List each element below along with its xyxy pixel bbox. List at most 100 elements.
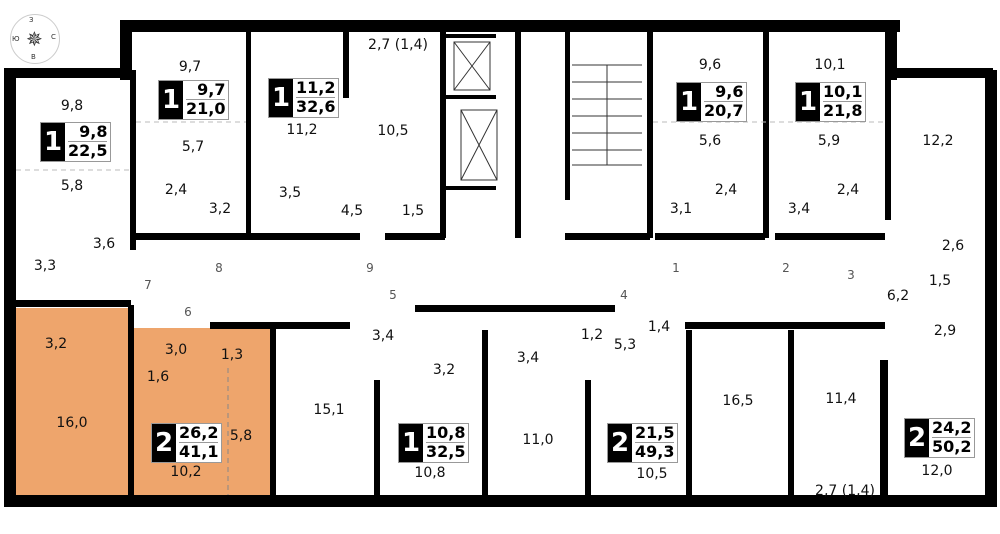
selected-apartment-fill: [16, 308, 270, 498]
room-area: 12,2: [922, 133, 954, 149]
room-area: 3,5: [278, 185, 302, 201]
entrance-number: 6: [184, 305, 192, 319]
room-area: 6,2: [886, 288, 910, 304]
living-area: 10,1: [823, 82, 863, 102]
room-area: 10,5: [377, 123, 409, 139]
room-area: 2,4: [164, 182, 188, 198]
living-area: 24,2: [932, 418, 972, 438]
entrance-number: 4: [620, 288, 628, 302]
room-count: 2: [905, 419, 929, 457]
room-area: 4,5: [340, 203, 364, 219]
room-area: 3,4: [516, 350, 540, 366]
entrance-number: 3: [847, 268, 855, 282]
room-area: 1,5: [928, 273, 952, 289]
room-count: 2: [608, 424, 632, 462]
compass-label: В: [31, 53, 36, 61]
room-area: 9,7: [178, 59, 202, 75]
total-area: 41,1: [179, 442, 219, 461]
room-area: 5,8: [60, 178, 84, 194]
room-count: 1: [796, 83, 820, 121]
room-area: 1,6: [146, 369, 170, 385]
room-area: 5,9: [817, 133, 841, 149]
room-area: 1,4: [647, 319, 671, 335]
room-count: 1: [41, 123, 65, 161]
room-area: 9,6: [698, 57, 722, 73]
total-area: 22,5: [68, 141, 108, 160]
room-area: 11,2: [286, 122, 318, 138]
room-area: 10,8: [414, 465, 446, 481]
entrance-number: 5: [389, 288, 397, 302]
room-area: 5,7: [181, 139, 205, 155]
room-area: 5,6: [698, 133, 722, 149]
entrance-number: 2: [782, 261, 790, 275]
compass-label: З: [29, 16, 34, 24]
room-count: 1: [677, 83, 701, 121]
living-area: 10,8: [426, 423, 466, 443]
room-area: 15,1: [313, 402, 345, 418]
entrance-number: 1: [672, 261, 680, 275]
compass-label: Ю: [12, 35, 20, 43]
room-count: 1: [159, 81, 183, 119]
room-count: 2: [152, 424, 176, 462]
compass-label: С: [51, 33, 56, 41]
room-area: 1,3: [220, 347, 244, 363]
total-area: 21,8: [823, 101, 863, 120]
entrance-number: 7: [144, 278, 152, 292]
total-area: 50,2: [932, 437, 972, 456]
entrance-number: 8: [215, 261, 223, 275]
living-area: 9,6: [704, 83, 744, 102]
living-area: 26,2: [179, 423, 219, 443]
room-area: 3,4: [371, 328, 395, 344]
room-area: 3,1: [669, 201, 693, 217]
living-area: 9,7: [186, 81, 226, 100]
room-area: 2,9: [933, 323, 957, 339]
room-area: 2,4: [714, 182, 738, 198]
total-area: 49,3: [635, 442, 675, 461]
living-area: 11,2: [296, 78, 336, 98]
room-area: 16,5: [722, 393, 754, 409]
room-area: 2,7 (1,4): [368, 37, 428, 53]
room-area: 9,8: [60, 98, 84, 114]
room-area: 11,4: [825, 391, 857, 407]
room-area: 12,0: [921, 463, 953, 479]
total-area: 20,7: [704, 101, 744, 120]
total-area: 32,6: [296, 97, 336, 116]
room-area: 3,3: [33, 258, 57, 274]
room-area: 5,3: [613, 337, 637, 353]
room-area: 3,0: [164, 342, 188, 358]
room-area: 3,2: [432, 362, 456, 378]
room-area: 16,0: [56, 415, 88, 431]
room-area: 11,0: [522, 432, 554, 448]
total-area: 21,0: [186, 99, 226, 118]
room-area: 3,4: [787, 201, 811, 217]
room-area: 5,8: [229, 428, 253, 444]
entrance-number: 9: [366, 261, 374, 275]
room-area: 10,1: [814, 57, 846, 73]
room-area: 1,2: [580, 327, 604, 343]
room-count: 1: [269, 79, 293, 117]
room-area: 3,2: [44, 336, 68, 352]
total-area: 32,5: [426, 442, 466, 461]
room-area: 3,6: [92, 236, 116, 252]
room-area: 2,4: [836, 182, 860, 198]
living-area: 21,5: [635, 423, 675, 443]
room-area: 2,7 (1,4): [815, 483, 875, 499]
living-area: 9,8: [68, 123, 108, 142]
room-area: 2,6: [941, 238, 965, 254]
room-area: 10,5: [636, 466, 668, 482]
room-area: 1,5: [401, 203, 425, 219]
room-count: 1: [399, 424, 423, 462]
compass-rose-icon: З С В Ю ✵: [10, 14, 60, 64]
room-area: 3,2: [208, 201, 232, 217]
